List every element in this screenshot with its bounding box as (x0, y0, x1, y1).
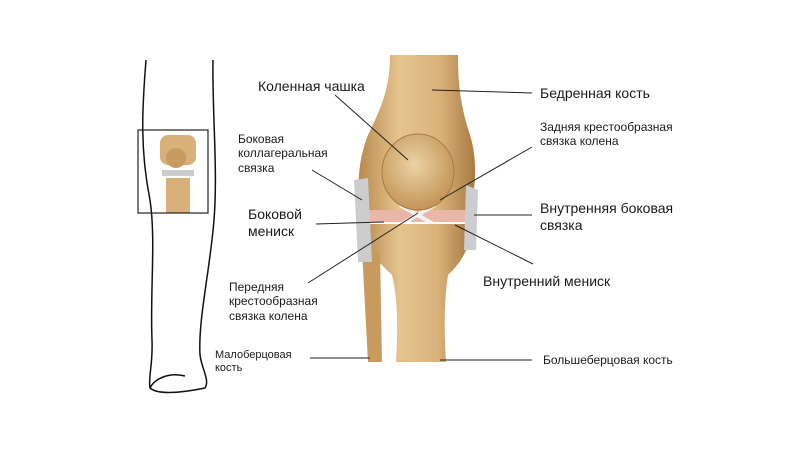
label-acl-line1: Передняя (229, 280, 285, 294)
label-lcl-line2: коллагеральная (238, 146, 328, 161)
label-fibula: Малоберцовая кость (215, 349, 292, 375)
fibula (362, 250, 382, 362)
label-lateral-collateral: Боковая коллагеральная связка (238, 132, 328, 175)
leader-lines (307, 89, 534, 361)
label-tibia: Большеберцовая кость (543, 353, 673, 367)
mini-knee (160, 135, 196, 213)
inset-frame (137, 129, 209, 214)
label-pcl: Задняя крестообразная связка колена (540, 120, 673, 149)
label-fibula-line1: Малоберцовая (215, 349, 292, 361)
label-mcl-line1: Внутренняя боковая (540, 200, 674, 216)
label-lcl-line1: Боковая (238, 132, 285, 146)
label-femur: Бедренная кость (540, 85, 650, 101)
label-lateral-meniscus: Боковой мениск (248, 206, 302, 240)
lateral-collateral-ligament (354, 178, 372, 262)
label-mcl-line2: связка (540, 216, 583, 233)
label-patella: Коленная чашка (258, 78, 365, 94)
label-lm-line1: Боковой (248, 206, 302, 222)
label-pcl-line2: связка колена (540, 134, 619, 149)
label-acl: Передняя крестообразная связка колена (229, 280, 318, 323)
label-fibula-line2: кость (215, 362, 243, 375)
medial-collateral-ligament (464, 185, 478, 250)
label-medial-meniscus: Внутренний мениск (483, 273, 611, 289)
label-pcl-line1: Задняя крестообразная (540, 120, 673, 134)
leg-outline (142, 59, 217, 394)
label-medial-collateral: Внутренняя боковая связка (540, 200, 673, 234)
label-acl-line3: связка колена (229, 308, 308, 323)
label-lm-line2: мениск (248, 222, 295, 239)
label-lcl-line3: связка (238, 160, 275, 175)
label-acl-line2: крестообразная (229, 294, 318, 309)
tibia (362, 224, 471, 362)
